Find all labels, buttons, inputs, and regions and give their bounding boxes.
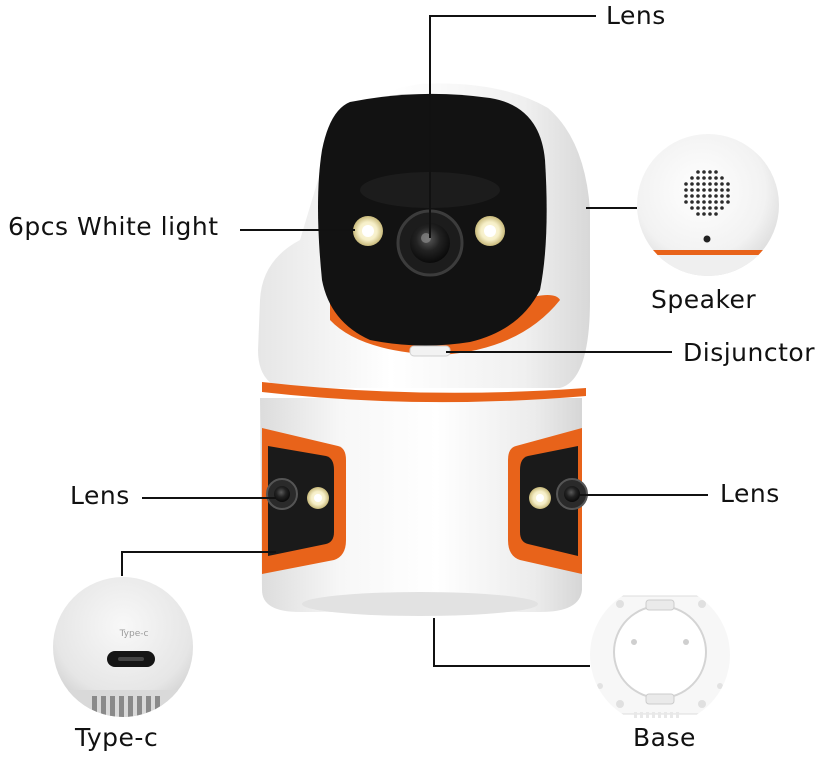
label-type-c: Type-c bbox=[75, 723, 159, 752]
label-lens-top: Lens bbox=[606, 1, 666, 30]
type-c-port-text: Type-c bbox=[119, 629, 149, 639]
leader-line-lens-top bbox=[429, 15, 596, 238]
microphone-hole-icon bbox=[703, 235, 711, 243]
leader-lines bbox=[121, 15, 708, 667]
label-disjunctor: Disjunctor bbox=[683, 338, 815, 367]
label-white-light: 6pcs White light bbox=[8, 212, 219, 241]
label-lens-left: Lens bbox=[70, 481, 130, 510]
label-base: Base bbox=[633, 723, 696, 752]
label-speaker: Speaker bbox=[651, 285, 757, 314]
speaker-inset bbox=[637, 134, 779, 276]
speaker-grille-icon bbox=[684, 170, 730, 216]
base-inset bbox=[590, 595, 730, 718]
label-lens-right: Lens bbox=[720, 479, 780, 508]
leader-line-base bbox=[433, 618, 590, 667]
leader-line-type-c bbox=[121, 551, 276, 576]
type-c-inset: Type-c bbox=[53, 577, 193, 717]
camera-body bbox=[258, 83, 590, 616]
